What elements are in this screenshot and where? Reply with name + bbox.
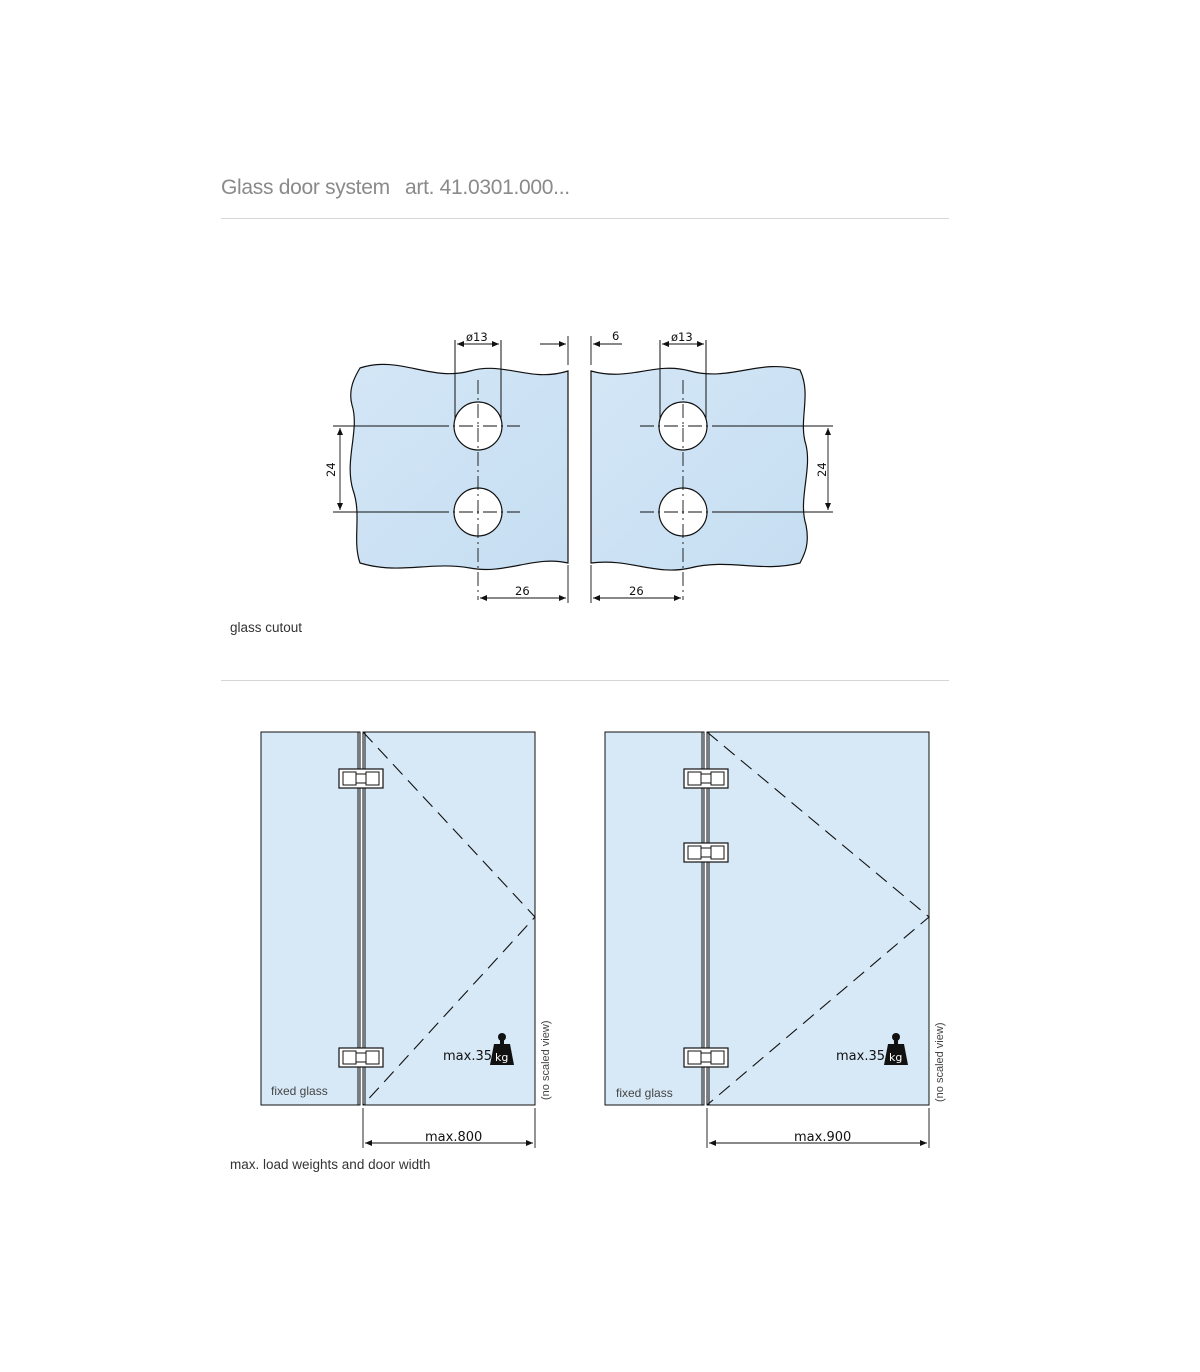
door-diagram-right: fixed glass max.35 kg (no scaled view) m… [604, 731, 946, 1148]
right-glass-pane [590, 366, 809, 571]
weight-unit: kg [495, 1051, 508, 1064]
hinge-bottom [683, 1047, 729, 1068]
section-divider [221, 680, 949, 681]
hole-spacing-label-left: 24 [324, 462, 338, 477]
max-width-label: max.900 [794, 1130, 851, 1145]
door-glass-panel [706, 731, 930, 1106]
left-glass-pane [349, 363, 569, 571]
door-diagram-left: fixed glass max.35 kg (no scaled view) m… [260, 731, 552, 1148]
weight-icon: kg [884, 1033, 908, 1065]
no-scale-note: (no scaled view) [934, 1023, 946, 1102]
edge-distance-label-left: 26 [515, 584, 530, 598]
diameter-label-left: ø13 [466, 330, 488, 344]
hinge-middle [683, 842, 729, 863]
page-title: Glass door system [221, 176, 390, 199]
hinge-top [338, 768, 384, 789]
hole-spacing-label-right: 24 [815, 462, 829, 477]
diameter-label-right: ø13 [671, 330, 693, 344]
weight-unit: kg [889, 1051, 902, 1064]
max-width-label: max.800 [425, 1130, 482, 1145]
fixed-glass-label: fixed glass [271, 1084, 328, 1098]
max-load-label: max.35 [836, 1049, 885, 1064]
fixed-glass-panel [260, 731, 361, 1106]
door-glass-panel [362, 731, 536, 1106]
gap-label: 6 [612, 329, 619, 343]
glass-cutout-drawing: ø13 ø13 6 26 26 24 24 [324, 329, 833, 603]
fixed-glass-panel [604, 731, 705, 1106]
hinge-top [683, 768, 729, 789]
edge-distance-label-right: 26 [629, 584, 644, 598]
weight-icon: kg [490, 1033, 514, 1065]
no-scale-note: (no scaled view) [540, 1021, 552, 1100]
glass-cutout-caption: glass cutout [230, 620, 303, 635]
load-weights-caption: max. load weights and door width [230, 1157, 431, 1172]
max-load-label: max.35 [443, 1049, 492, 1064]
page-header: Glass door system art. 41.0301.000... [221, 176, 570, 200]
hinge-bottom [338, 1047, 384, 1068]
article-number: art. 41.0301.000... [405, 176, 570, 199]
fixed-glass-label: fixed glass [616, 1086, 673, 1100]
header-divider [221, 218, 949, 219]
